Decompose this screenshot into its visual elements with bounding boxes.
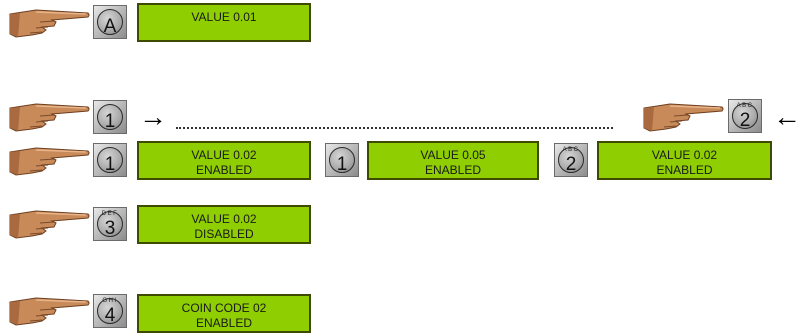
key-sub-label: ABC <box>562 147 580 153</box>
key-glyph: A <box>103 16 117 37</box>
dotted-connector <box>176 127 613 129</box>
display-line-1: COIN CODE 02 <box>181 301 267 315</box>
key-3-button[interactable]: DEF 3 <box>93 207 127 241</box>
pointing-hand-icon <box>640 98 724 134</box>
key-disc <box>97 298 123 324</box>
display-line-1: VALUE 0.02 <box>191 212 257 226</box>
value-display: VALUE 0.05 ENABLED <box>367 141 539 180</box>
key-glyph: 1 <box>104 111 116 132</box>
key-disc <box>97 9 123 35</box>
display-line-1: VALUE 0.02 <box>651 148 718 162</box>
key-4-button[interactable]: GHI 4 <box>93 294 127 328</box>
arrow-left-icon: ← <box>773 101 801 132</box>
key-1-button[interactable]: 1 <box>325 143 359 177</box>
key-glyph: 2 <box>565 154 577 175</box>
key-glyph: 3 <box>104 218 116 239</box>
arrow-right-icon: → <box>139 101 167 132</box>
key-1-button[interactable]: 1 <box>93 100 127 134</box>
pointing-hand-icon <box>6 98 90 134</box>
key-disc <box>732 103 758 129</box>
display-line-2: ENABLED <box>195 163 253 177</box>
key-sub-label: ABC <box>736 103 754 109</box>
key-disc <box>329 147 355 173</box>
value-display: COIN CODE 02 ENABLED <box>137 294 311 333</box>
pointing-hand-icon <box>6 205 90 241</box>
key-disc <box>558 147 584 173</box>
key-glyph: 4 <box>104 305 116 326</box>
key-glyph: 1 <box>336 154 348 175</box>
key-a-button[interactable]: A <box>93 5 127 39</box>
display-line-2: DISABLED <box>194 227 254 241</box>
display-line-2: ENABLED <box>424 163 482 177</box>
pointing-hand-icon <box>6 292 90 328</box>
pointing-hand-icon <box>6 4 90 40</box>
display-line-1: VALUE 0.01 <box>191 10 257 24</box>
key-disc <box>97 147 123 173</box>
key-2-button[interactable]: ABC 2 <box>554 143 588 177</box>
value-display: VALUE 0.02 DISABLED <box>137 205 311 244</box>
key-glyph: 2 <box>739 110 751 131</box>
pointing-hand-icon <box>6 142 90 178</box>
display-line-1: VALUE 0.02 <box>191 148 257 162</box>
key-glyph: 1 <box>104 154 116 175</box>
key-disc <box>97 104 123 130</box>
key-sub-label: DEF <box>101 211 119 217</box>
display-line-1: VALUE 0.05 <box>420 148 486 162</box>
key-disc <box>97 211 123 237</box>
display-line-2: ENABLED <box>656 163 713 177</box>
key-2-button[interactable]: ABC 2 <box>728 99 762 133</box>
display-line-2: ENABLED <box>195 316 253 330</box>
key-sub-label: GHI <box>102 298 118 304</box>
key-1-button[interactable]: 1 <box>93 143 127 177</box>
value-display: VALUE 0.02 ENABLED <box>137 141 311 180</box>
value-display-a: VALUE 0.01 <box>137 3 311 42</box>
value-display: VALUE 0.02 ENABLED <box>597 141 772 180</box>
